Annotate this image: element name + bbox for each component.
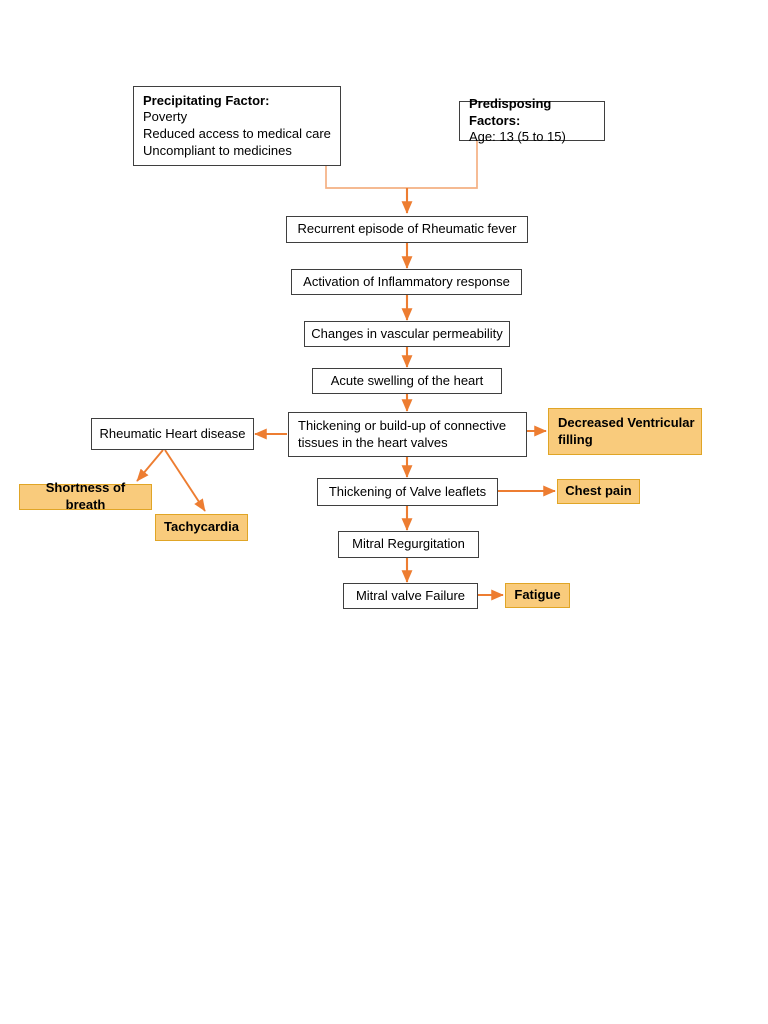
precipitating-line-2: Reduced access to medical care	[143, 126, 331, 141]
recurrent-fever-label: Recurrent episode of Rheumatic fever	[297, 221, 517, 237]
node-mitral-regurgitation: Mitral Regurgitation	[338, 531, 479, 558]
node-tachycardia: Tachycardia	[155, 514, 248, 541]
predisposing-heading: Predisposing Factors:	[469, 96, 552, 128]
node-shortness-of-breath: Shortness of breath	[19, 480, 152, 512]
node-recurrent-rheumatic-fever: Recurrent episode of Rheumatic fever	[286, 216, 528, 243]
tachycardia-label: Tachycardia	[164, 519, 239, 535]
decreased-ventricular-line-1: Decreased Ventricular	[558, 414, 695, 430]
node-predisposing-factors: Predisposing Factors: Age: 13 (5 to 15)	[459, 96, 605, 144]
mitral-valve-failure-label: Mitral valve Failure	[355, 587, 466, 603]
node-changes-vascular-permeability: Changes in vascular permeability	[304, 321, 510, 347]
vascular-label: Changes in vascular permeability	[311, 325, 503, 341]
node-fatigue: Fatigue	[505, 583, 570, 608]
precipitating-heading: Precipitating Factor:	[143, 92, 270, 108]
node-thickening-connective-tissues: Thickening or build-up of connective tis…	[288, 412, 527, 457]
precipitating-line-1: Poverty	[143, 109, 188, 125]
inflammatory-label: Activation of Inflammatory response	[303, 273, 510, 289]
node-thickening-valve-leaflets: Thickening of Valve leaflets	[317, 478, 498, 506]
node-chest-pain: Chest pain	[557, 479, 640, 504]
connector-factors-bracket	[325, 141, 478, 214]
valve-leaflets-label: Thickening of Valve leaflets	[328, 483, 487, 499]
precipitating-line-3: Uncompliant to medicines	[143, 142, 292, 158]
mitral-regurgitation-label: Mitral Regurgitation	[352, 536, 465, 552]
rheumatic-heart-disease-label: Rheumatic Heart disease	[99, 425, 246, 441]
predisposing-line-1: Age: 13 (5 to 15)	[469, 129, 566, 145]
fatigue-label: Fatigue	[514, 587, 561, 603]
chest-pain-label: Chest pain	[565, 483, 632, 499]
node-acute-swelling-heart: Acute swelling of the heart	[312, 368, 502, 394]
swelling-label: Acute swelling of the heart	[330, 372, 484, 388]
decreased-ventricular-line-2: filling	[558, 431, 593, 447]
thickening-connective-line-1: Thickening or build-up of connective	[298, 417, 507, 433]
node-decreased-ventricular-filling: Decreased Ventricular filling	[548, 408, 702, 455]
shortness-of-breath-label: Shortness of breath	[45, 480, 126, 512]
node-rheumatic-heart-disease: Rheumatic Heart disease	[91, 418, 254, 450]
node-mitral-valve-failure: Mitral valve Failure	[343, 583, 478, 609]
thickening-connective-line-2: tissues in the heart valves	[298, 434, 448, 450]
node-activation-inflammatory-response: Activation of Inflammatory response	[291, 269, 522, 295]
node-precipitating-factor: Precipitating Factor: Poverty Reduced ac…	[133, 86, 341, 166]
